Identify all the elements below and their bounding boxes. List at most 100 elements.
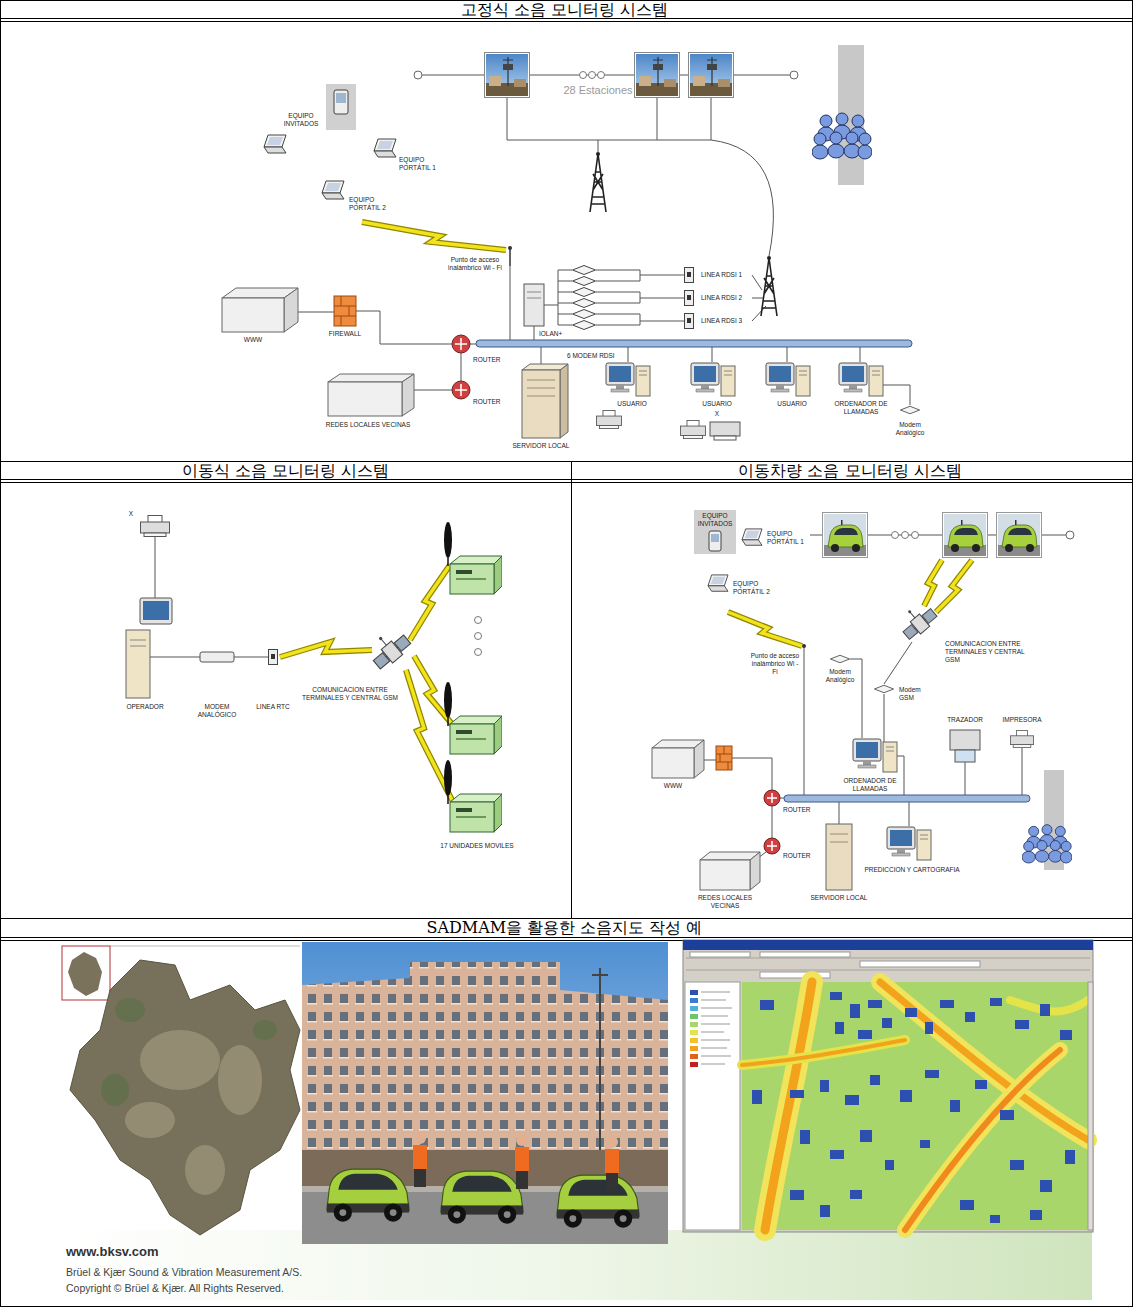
component-label: ROUTER xyxy=(472,356,502,364)
table-grid xyxy=(0,21,1133,22)
network-bus xyxy=(784,795,1030,802)
printer-icon xyxy=(141,516,170,537)
component-label: PREDICCION Y CARTOGRAFIA xyxy=(862,866,962,874)
station-photo xyxy=(485,53,530,98)
component-label: TRAZADOR xyxy=(945,716,985,724)
component-label: WWW xyxy=(658,782,688,790)
noise-map-screenshot xyxy=(701,992,732,1064)
map-buildings xyxy=(830,1150,844,1159)
network-wires xyxy=(711,140,773,256)
component-label: IOLAN+ xyxy=(538,330,568,338)
map-buildings xyxy=(1065,1150,1075,1164)
dots xyxy=(475,617,482,624)
worker-figure xyxy=(606,1173,618,1191)
component-label: USUARIO xyxy=(608,400,656,408)
iolan-box xyxy=(524,284,544,326)
map-buildings xyxy=(1040,1004,1050,1016)
iolan-box xyxy=(524,284,544,326)
noise-map-screenshot xyxy=(690,1006,698,1011)
lan-box xyxy=(700,852,760,890)
sadmam-picture xyxy=(60,940,1093,1300)
network-bus xyxy=(476,340,912,347)
pda-icon xyxy=(336,93,346,103)
city-map xyxy=(125,1102,175,1138)
component-label: ROUTER xyxy=(782,806,812,814)
copyright-line: Brüel & Kjær Sound & Vibration Measureme… xyxy=(66,1266,486,1279)
component-label: LINEA RDSI 2 xyxy=(700,294,750,302)
city-map xyxy=(62,946,300,1235)
wireless-bolts xyxy=(728,612,802,646)
phone-jacks xyxy=(685,268,694,283)
firewall-icon xyxy=(716,746,732,770)
noise-map-screenshot xyxy=(683,940,1093,1232)
call-computer xyxy=(839,363,883,396)
worker-figure xyxy=(516,1171,528,1189)
vehicle-network-diagram xyxy=(652,510,1074,890)
operator-computer xyxy=(126,630,150,698)
component-label: 17 UNIDADES MOVILES xyxy=(432,842,522,850)
city-map xyxy=(115,998,145,1022)
www-box xyxy=(694,740,704,778)
section-header: 이동식 소음 모니터링 시스템 xyxy=(0,462,571,479)
www-box xyxy=(652,740,704,778)
table-grid xyxy=(0,482,1133,483)
www-box xyxy=(652,748,694,778)
component-label: ROUTER xyxy=(472,398,502,406)
map-buildings xyxy=(850,1004,860,1018)
firewall-icon xyxy=(334,296,356,326)
table-grid xyxy=(0,937,1133,938)
server-icon xyxy=(826,824,852,890)
component-label: USUARIO xyxy=(693,400,741,408)
map-roads xyxy=(765,982,812,1230)
operator-computer xyxy=(126,598,172,698)
gsm-bolts xyxy=(280,642,372,657)
portable-network-diagram xyxy=(126,516,502,833)
pda-icon xyxy=(709,531,721,551)
server-icon xyxy=(522,364,568,370)
component-label: WWW xyxy=(238,336,268,344)
network-wires xyxy=(804,646,805,795)
worker-figure xyxy=(413,1132,619,1191)
dots xyxy=(892,532,899,539)
network-wires xyxy=(150,537,268,657)
map-buildings xyxy=(868,1000,882,1008)
network-wires xyxy=(704,535,1066,858)
component-label: COMUNICACION ENTRE TERMINALES Y CENTRAL … xyxy=(300,686,400,702)
printer-icon xyxy=(680,420,705,438)
map-roads xyxy=(765,982,812,1230)
network-wires xyxy=(510,266,511,340)
component-label: Punto de acceso inalámbrico Wi - Fi xyxy=(446,256,504,272)
component-label: REDES LOCALES VECINAS xyxy=(685,894,765,910)
component-label: SERVIDOR LOCAL xyxy=(808,894,870,902)
noise-map-screenshot xyxy=(690,952,750,957)
network-wires xyxy=(704,758,784,858)
map-buildings xyxy=(965,1012,975,1022)
worker-figure xyxy=(414,1169,426,1187)
antenna-tower xyxy=(761,256,777,316)
isdn-modems xyxy=(573,310,596,319)
noise-map-screenshot xyxy=(683,940,1093,1232)
dots xyxy=(580,72,587,79)
footer-url: www.bksv.com xyxy=(66,1244,286,1260)
copyright-line: Copyright © Brüel & Kjær. All Rights Res… xyxy=(66,1282,486,1295)
router-icon xyxy=(452,335,470,353)
mobile-unit xyxy=(444,522,502,594)
user-computer xyxy=(606,363,650,396)
table-grid xyxy=(571,462,572,919)
server-icon xyxy=(527,380,555,396)
map-buildings xyxy=(925,1022,933,1034)
plotter-icon xyxy=(710,422,740,440)
component-label: LINEA RDSI 3 xyxy=(700,317,750,325)
street-photo xyxy=(327,1169,409,1222)
component-label: ORDENADOR DE LLAMADAS xyxy=(831,400,891,416)
dots xyxy=(475,649,482,656)
user-computer xyxy=(766,363,810,396)
component-label: FIREWALL xyxy=(327,330,363,338)
noise-map-screenshot xyxy=(690,1062,698,1067)
city-map xyxy=(70,960,300,1235)
fixed-network-diagram xyxy=(222,45,920,440)
gsm-bolts xyxy=(410,565,450,640)
server-icon xyxy=(522,364,568,438)
plotter-icon xyxy=(714,436,736,440)
